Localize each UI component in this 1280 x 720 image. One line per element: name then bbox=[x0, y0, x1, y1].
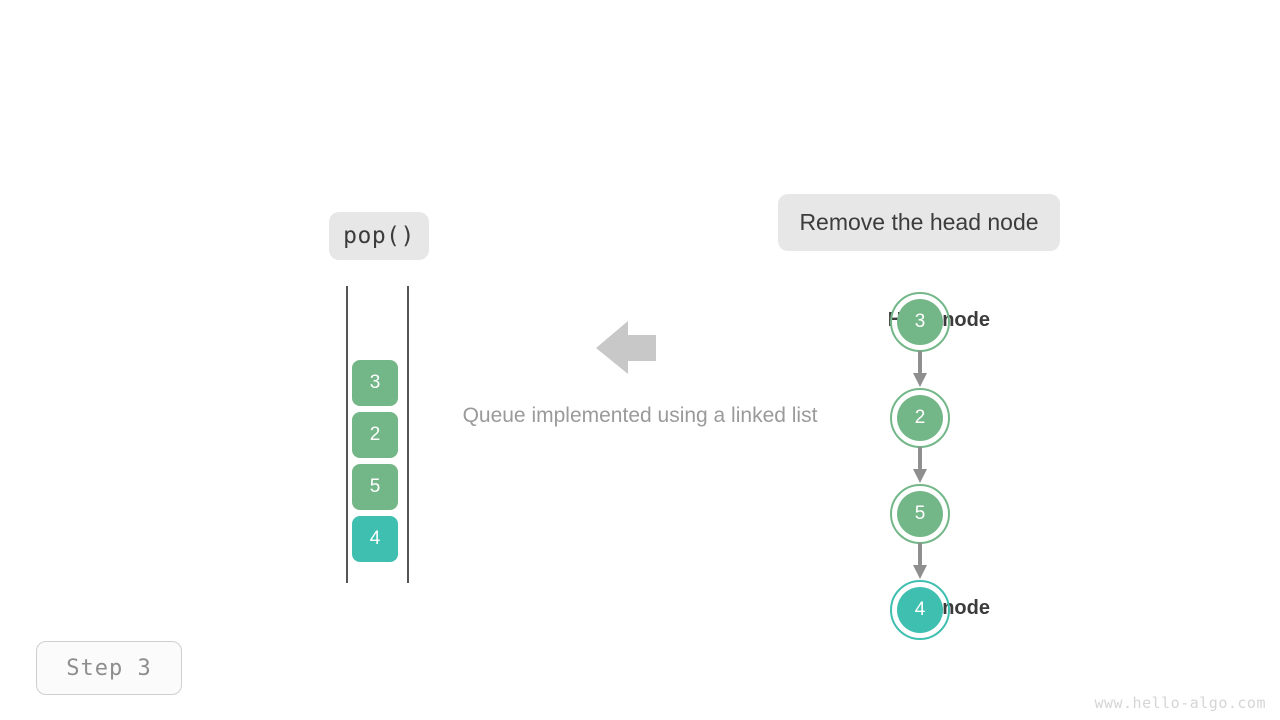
queue-cell: 4 bbox=[352, 516, 398, 562]
list-node-value: 3 bbox=[914, 311, 926, 332]
operation-label-text: pop() bbox=[343, 223, 415, 249]
arrow-left-icon bbox=[596, 321, 656, 374]
queue-cell: 2 bbox=[352, 412, 398, 458]
list-node-value: 4 bbox=[914, 599, 926, 620]
step-badge: Step 3 bbox=[36, 641, 182, 695]
queue-cell-stack: 3 2 5 4 bbox=[352, 360, 401, 568]
list-node: 5 bbox=[890, 484, 950, 544]
queue-cell: 5 bbox=[352, 464, 398, 510]
list-node: 4 bbox=[890, 580, 950, 640]
list-node: 3 bbox=[890, 292, 950, 352]
watermark: www.hello-algo.com bbox=[1094, 694, 1266, 712]
list-node: 2 bbox=[890, 388, 950, 448]
queue-rail-right bbox=[407, 286, 409, 583]
queue-cell: 3 bbox=[352, 360, 398, 406]
step-badge-text: Step 3 bbox=[66, 655, 152, 681]
list-node-value: 2 bbox=[914, 407, 926, 428]
list-node-inner: 5 bbox=[897, 491, 943, 537]
queue-cell-value: 2 bbox=[369, 424, 381, 445]
linked-list-group: Head node Tail node 3 2 5 bbox=[740, 285, 990, 650]
arrow-down-icon bbox=[913, 351, 927, 387]
queue-cell-value: 4 bbox=[369, 528, 381, 549]
queue-cell-value: 5 bbox=[369, 476, 381, 497]
diagram-caption: Queue implemented using a linked list bbox=[462, 404, 818, 427]
action-label-chip: Remove the head node bbox=[778, 194, 1060, 251]
operation-label-chip: pop() bbox=[329, 212, 429, 260]
queue-column: 3 2 5 4 bbox=[340, 280, 420, 590]
list-node-inner: 3 bbox=[897, 299, 943, 345]
arrow-down-icon bbox=[913, 543, 927, 579]
queue-cell-value: 3 bbox=[369, 372, 381, 393]
action-label-text: Remove the head node bbox=[799, 209, 1039, 235]
queue-rail-left bbox=[346, 286, 348, 583]
list-node-inner: 4 bbox=[897, 587, 943, 633]
list-node-inner: 2 bbox=[897, 395, 943, 441]
arrow-down-icon bbox=[913, 447, 927, 483]
list-node-value: 5 bbox=[914, 503, 926, 524]
